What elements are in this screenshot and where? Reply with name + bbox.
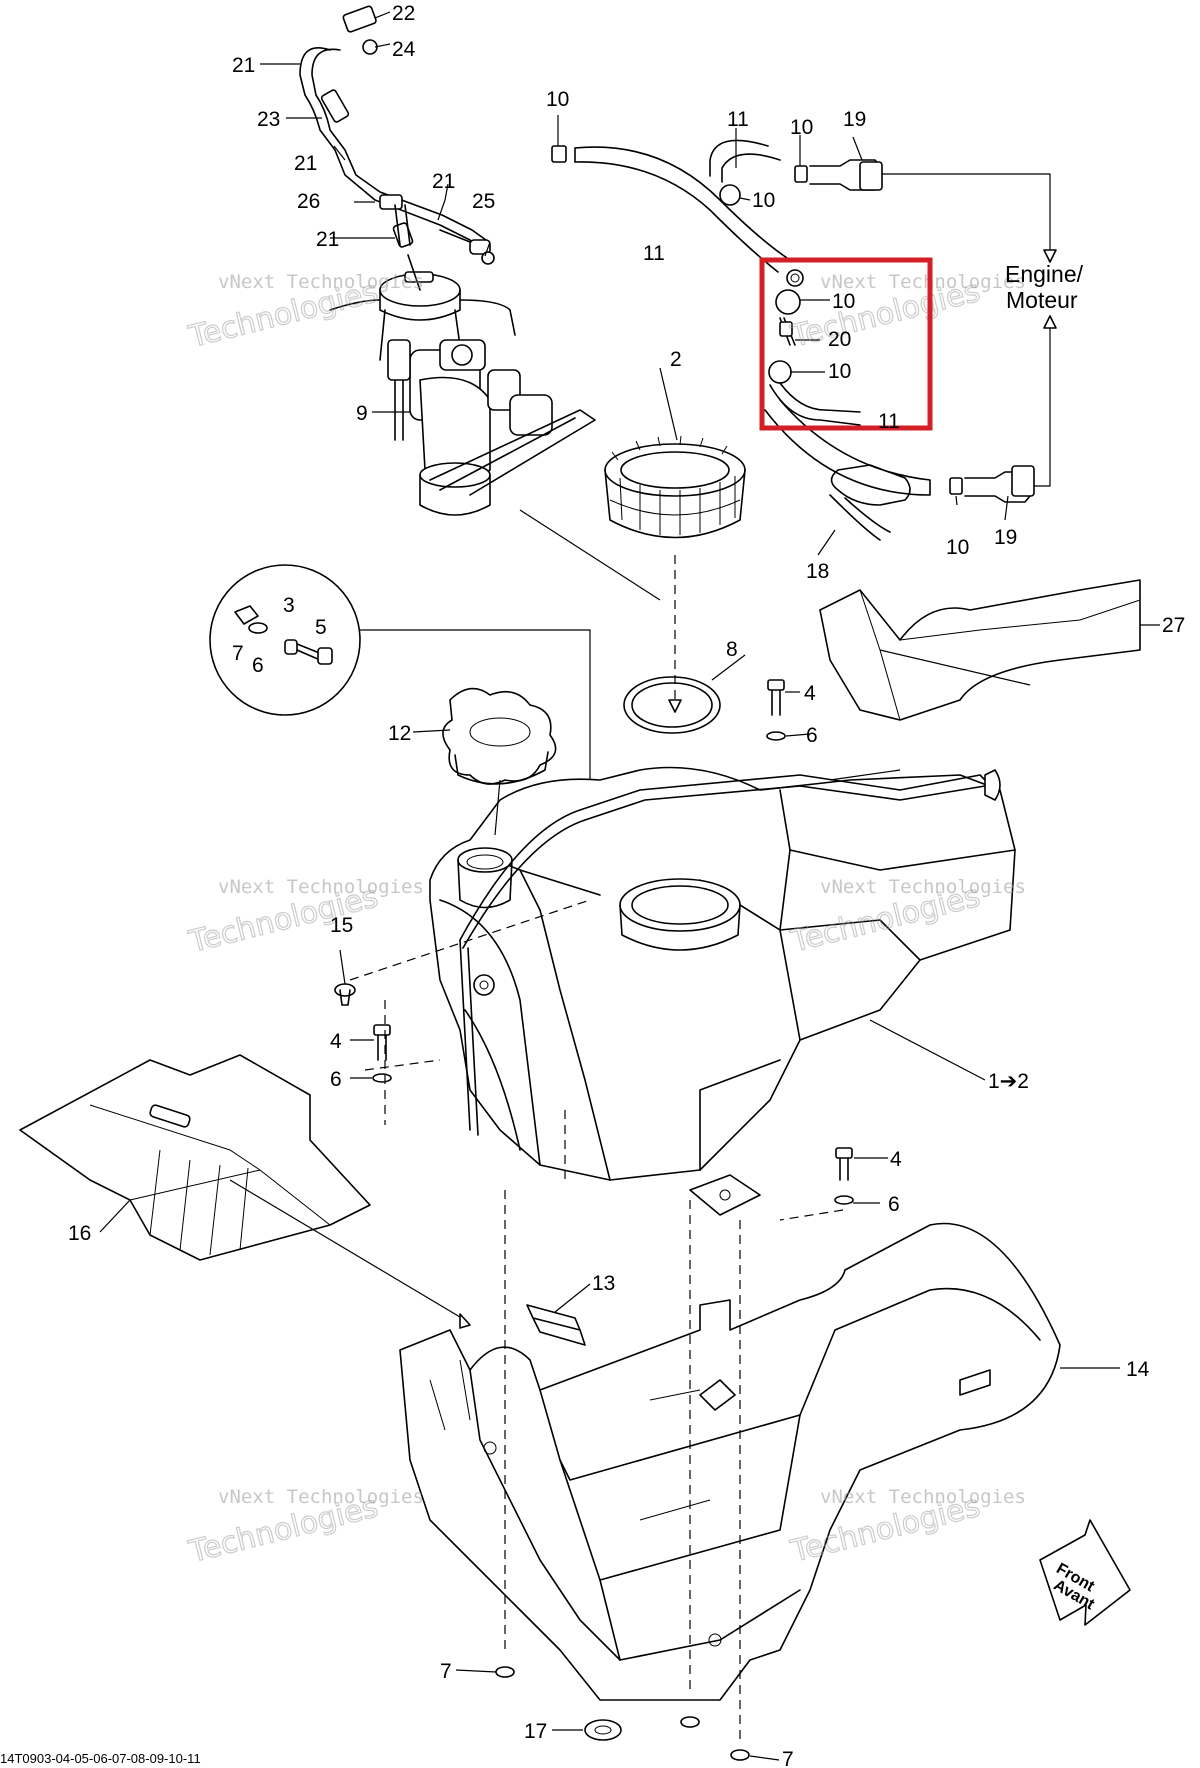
front-direction-arrow: Front Avant xyxy=(1039,1519,1131,1626)
fuel-tank[interactable] xyxy=(429,766,1016,1216)
label-2: 2 xyxy=(670,348,682,371)
label-18: 18 xyxy=(806,560,829,583)
label-5: 5 xyxy=(315,616,327,639)
label-10-e: 10 xyxy=(828,360,851,383)
ring-nut[interactable] xyxy=(604,435,746,539)
moteur-label: Moteur xyxy=(1006,287,1078,313)
fastener-detail-circle[interactable] xyxy=(209,564,361,716)
ring-nut-guide-head xyxy=(668,699,682,713)
label-11-c: 11 xyxy=(878,410,900,433)
label-6-b: 6 xyxy=(806,724,818,747)
svg-text:vNext Technologies: vNext Technologies xyxy=(218,1486,424,1508)
svg-text:vNext Technologies: vNext Technologies xyxy=(218,876,424,898)
hose-detail-parts[interactable] xyxy=(768,269,861,426)
label-16: 16 xyxy=(68,1222,91,1245)
label-7-b: 7 xyxy=(440,1660,452,1683)
bolt-4-lower[interactable] xyxy=(834,1147,854,1205)
svg-text:vNext Technologies: vNext Technologies xyxy=(218,271,424,293)
heat-shield-upper[interactable] xyxy=(819,579,1141,721)
figure-code: 14T0903-04-05-06-07-08-09-10-11 xyxy=(0,1751,201,1766)
label-23: 23 xyxy=(257,108,280,131)
fuel-cap[interactable] xyxy=(442,687,557,785)
watermark-top-right: vNext Technologies Technologies xyxy=(786,271,1026,355)
svg-text:vNext Technologies: vNext Technologies xyxy=(820,876,1026,898)
label-10-c: 10 xyxy=(752,189,775,212)
label-12: 12 xyxy=(388,722,411,745)
label-21-c: 21 xyxy=(432,170,455,193)
label-24: 24 xyxy=(392,38,416,61)
label-10-b: 10 xyxy=(790,116,813,139)
label-4-b: 4 xyxy=(330,1030,342,1053)
label-19-a: 19 xyxy=(843,108,866,131)
label-21-d: 21 xyxy=(316,228,339,251)
engine-arrow-head xyxy=(1043,249,1057,263)
label-14: 14 xyxy=(1126,1358,1150,1381)
label-7-c: 7 xyxy=(782,1748,794,1768)
label-11-b: 11 xyxy=(643,242,665,265)
heat-shield-16[interactable] xyxy=(19,1054,371,1261)
fuel-hose-lower[interactable] xyxy=(764,399,1035,541)
label-1: 1➔2 xyxy=(988,1070,1029,1093)
label-6-d: 6 xyxy=(888,1193,900,1216)
bolt-4-mid[interactable] xyxy=(372,1024,392,1083)
label-9: 9 xyxy=(356,402,368,425)
highlight-box xyxy=(759,257,933,431)
engine-return-head xyxy=(1043,315,1057,329)
foam-block-13[interactable] xyxy=(526,1304,586,1346)
watermark-mid-left: vNext Technologies Technologies xyxy=(184,876,424,961)
rubber-grommet-17[interactable] xyxy=(584,1719,622,1741)
engine-label: Engine/ xyxy=(1005,261,1084,287)
label-4-c: 4 xyxy=(890,1148,902,1171)
engine-arrow-line xyxy=(882,173,1051,255)
label-17: 17 xyxy=(524,1720,547,1743)
label-11-a: 11 xyxy=(727,108,749,131)
engine-return-line xyxy=(1034,322,1051,487)
label-3: 3 xyxy=(283,594,295,617)
label-20: 20 xyxy=(828,328,851,351)
label-21-b: 21 xyxy=(294,152,317,175)
gasket-ring[interactable] xyxy=(623,676,721,734)
label-4-a: 4 xyxy=(804,682,816,705)
label-10-d: 10 xyxy=(832,290,855,313)
leader-lines xyxy=(99,11,1160,1761)
label-21-a: 21 xyxy=(232,54,255,77)
label-7-a: 7 xyxy=(232,642,244,665)
label-10-f: 10 xyxy=(946,536,969,559)
bolt-4-top[interactable] xyxy=(766,679,786,741)
fuel-pump-assembly[interactable] xyxy=(329,271,596,516)
label-13: 13 xyxy=(592,1272,615,1295)
assembly-guide-lines xyxy=(229,509,1031,1740)
label-6-a: 6 xyxy=(252,654,264,677)
label-26: 26 xyxy=(297,190,320,213)
svg-text:vNext Technologies: vNext Technologies xyxy=(820,1486,1026,1508)
fuel-hose-upper[interactable] xyxy=(551,139,883,273)
tank-support-14[interactable] xyxy=(399,1222,1061,1701)
label-25: 25 xyxy=(472,190,495,213)
label-19-b: 19 xyxy=(994,526,1017,549)
svg-text:vNext Technologies: vNext Technologies xyxy=(820,271,1026,293)
label-8: 8 xyxy=(726,638,738,661)
vent-hose-assembly[interactable] xyxy=(299,5,495,291)
push-rivet-15[interactable] xyxy=(334,983,356,1006)
label-27: 27 xyxy=(1162,614,1185,637)
label-6-c: 6 xyxy=(330,1068,342,1091)
watermark-low-left: vNext Technologies Technologies xyxy=(184,1486,424,1571)
part-labels: 22 24 21 23 21 21 26 25 21 9 10 11 10 19… xyxy=(68,2,1185,1768)
push-rivet-7-lower[interactable] xyxy=(495,1666,750,1761)
label-22: 22 xyxy=(392,2,415,25)
watermark-low-right: vNext Technologies Technologies xyxy=(786,1486,1026,1570)
label-10-a: 10 xyxy=(546,88,569,111)
label-15: 15 xyxy=(330,914,353,937)
